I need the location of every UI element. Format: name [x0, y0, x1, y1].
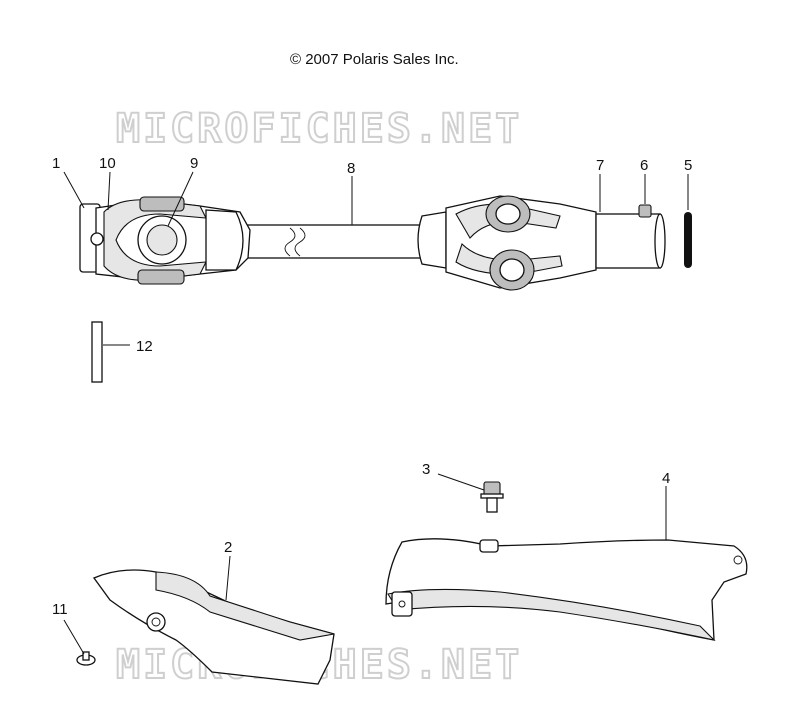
- grease-fitting: [638, 204, 652, 218]
- bolt: [480, 481, 504, 513]
- o-ring: [684, 212, 692, 268]
- callout-6: 6: [640, 157, 648, 174]
- callout-2: 2: [224, 539, 232, 556]
- front-guard: [92, 569, 335, 685]
- callout-9: 9: [190, 155, 198, 172]
- right-bearing-lower-face: [499, 258, 525, 282]
- callout-3: 3: [422, 461, 430, 478]
- right-collar: [417, 211, 447, 269]
- callout-12: 12: [136, 338, 153, 355]
- right-stub-shaft: [595, 213, 661, 269]
- callout-10: 10: [99, 155, 116, 172]
- left-collar: [205, 209, 244, 271]
- callout-1: 1: [52, 155, 60, 172]
- callout-5: 5: [684, 157, 692, 174]
- rear-guard: [385, 538, 748, 641]
- callout-7: 7: [596, 157, 604, 174]
- right-bearing-upper-face: [495, 203, 521, 225]
- callout-4: 4: [662, 470, 670, 487]
- copyright-text: © 2007 Polaris Sales Inc.: [290, 51, 459, 68]
- roll-pin: [91, 321, 103, 383]
- shaft-tube-break: [284, 227, 306, 257]
- rivet: [76, 651, 96, 666]
- bearing-cap-top: [139, 196, 185, 212]
- callout-8: 8: [347, 160, 355, 177]
- bearing-cap-bottom: [137, 269, 185, 285]
- callout-11: 11: [52, 601, 68, 618]
- leader-lines: [63, 171, 689, 655]
- drive-shaft-assembly: [79, 195, 692, 291]
- right-stub-shaft-end: [654, 213, 666, 269]
- right-yoke-arm-lower: [455, 242, 563, 275]
- left-grease-fitting: [90, 232, 104, 246]
- shaft-tube: [239, 224, 441, 259]
- center-bearing-inner: [146, 224, 178, 256]
- watermark-top: MICROFICHES.NET: [116, 106, 522, 152]
